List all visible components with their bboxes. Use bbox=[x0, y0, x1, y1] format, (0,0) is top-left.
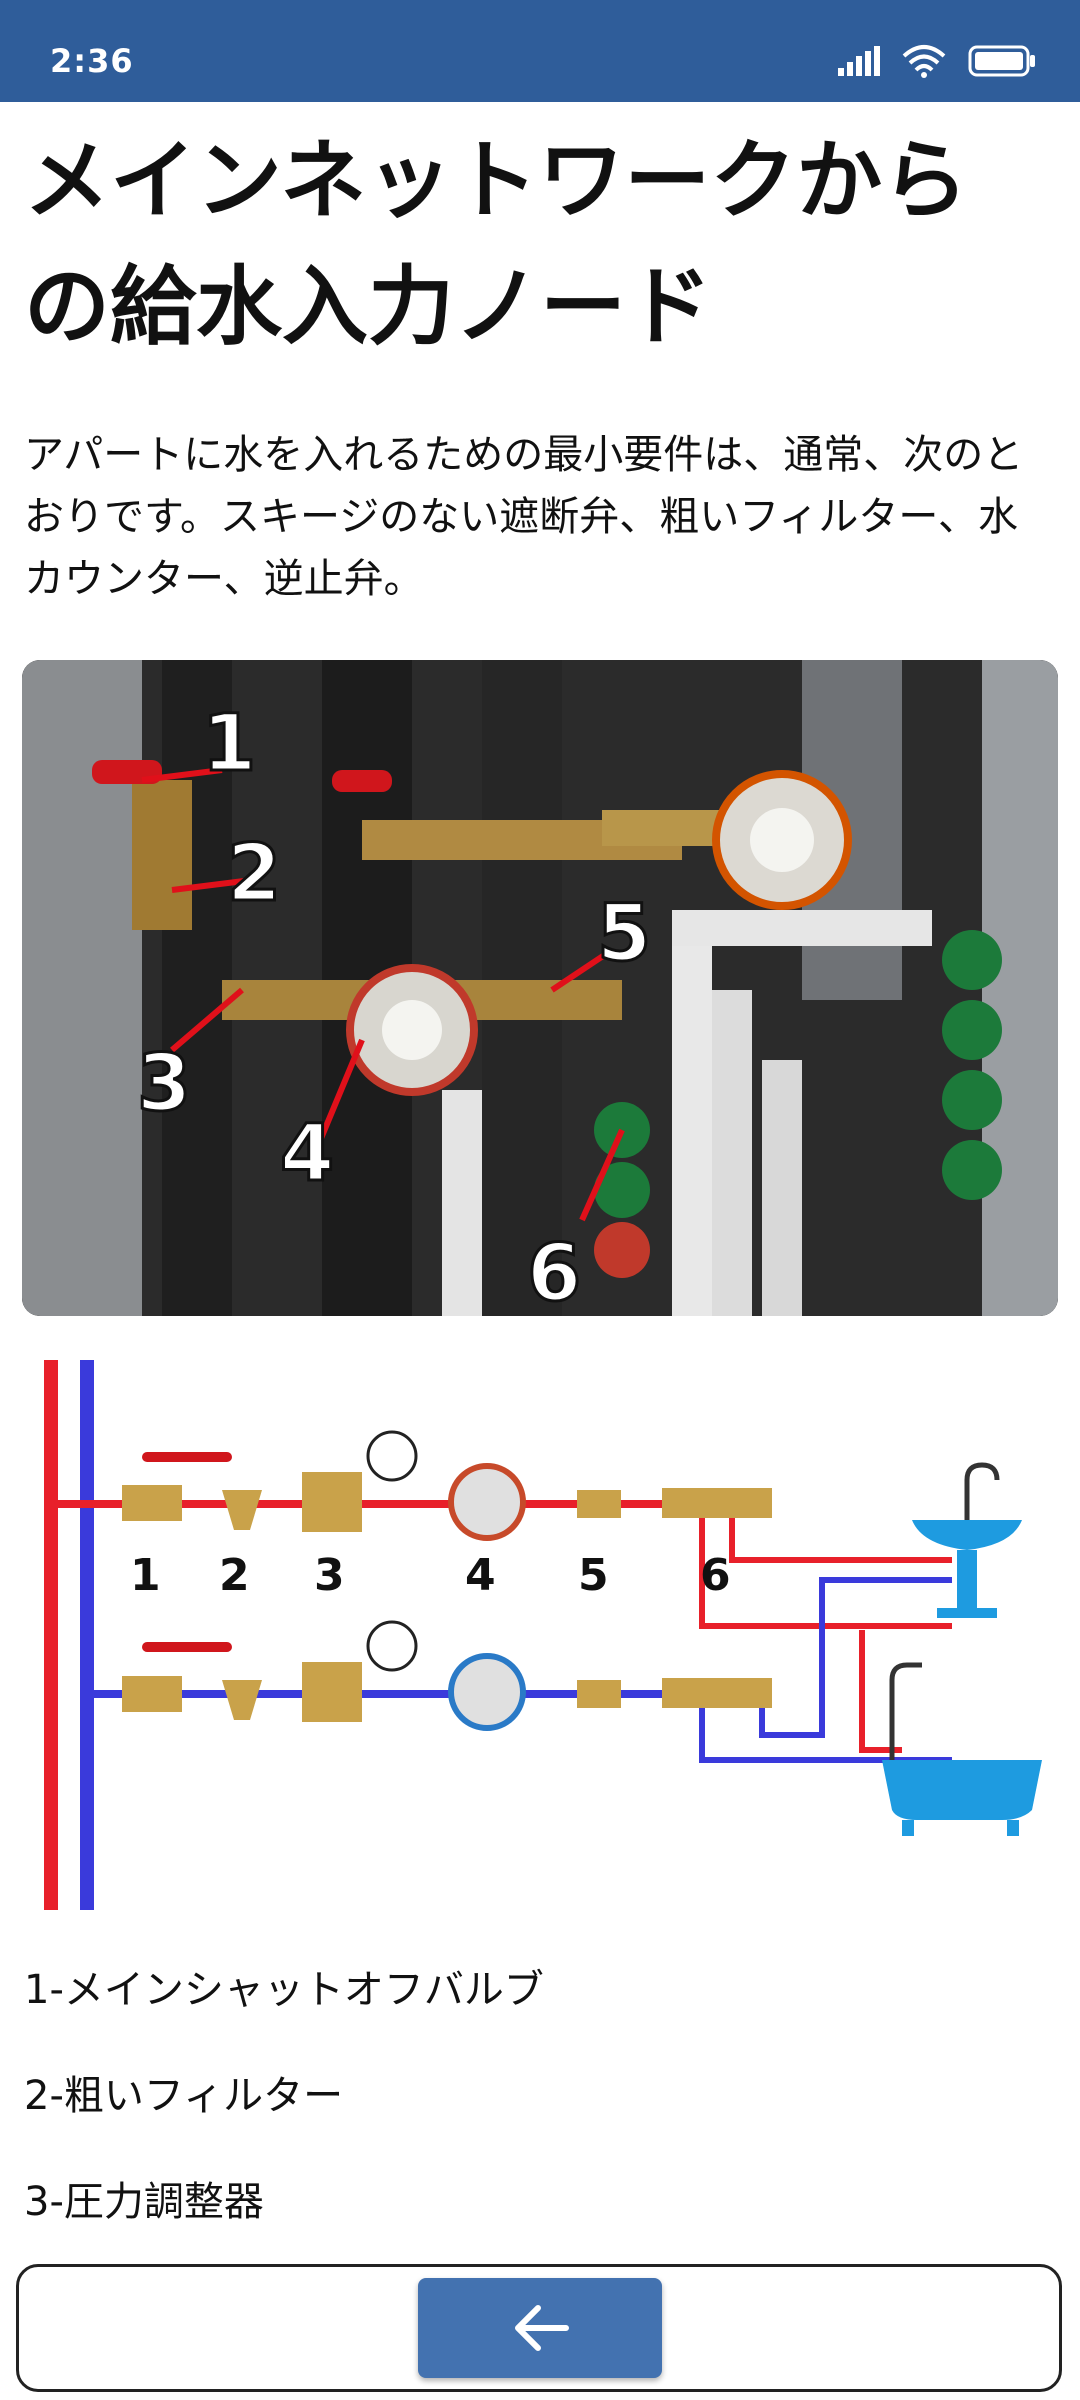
diagram-label-1: 1 bbox=[130, 1550, 161, 1601]
photo-label-5: 5 bbox=[597, 889, 651, 979]
battery-icon bbox=[968, 45, 1035, 77]
photo-label-2: 2 bbox=[227, 829, 281, 919]
photo-label-3: 3 bbox=[137, 1039, 191, 1129]
article-intro: アパートに水を入れるための最小要件は、通常、次のとおりです。スキージのない遮断弁… bbox=[24, 432, 1024, 602]
diagram-label-5: 5 bbox=[578, 1550, 609, 1601]
photo-label-4: 4 bbox=[280, 1109, 334, 1199]
plumbing-photo: 1 2 3 4 5 6 bbox=[22, 660, 1058, 1316]
plumbing-diagram: 1 2 3 4 5 6 bbox=[22, 1340, 1058, 1920]
back-button[interactable] bbox=[418, 2278, 662, 2378]
diagram-label-2: 2 bbox=[219, 1550, 250, 1601]
wifi-icon bbox=[902, 45, 946, 78]
status-icons bbox=[838, 44, 1036, 78]
photo-label-1: 1 bbox=[202, 699, 256, 789]
article-title: メインネットワークからの給水入力ノード bbox=[24, 131, 969, 357]
photo-label-6: 6 bbox=[527, 1229, 581, 1316]
diagram-label-3: 3 bbox=[314, 1550, 345, 1601]
legend-item-1: 1-メインシャットオフバルブ bbox=[24, 1967, 544, 2013]
diagram-label-4: 4 bbox=[465, 1550, 496, 1601]
signal-icon bbox=[838, 46, 880, 76]
diagram-label-6: 6 bbox=[700, 1550, 731, 1601]
status-time: 2:36 bbox=[50, 42, 134, 80]
legend-item-3: 3-圧力調整器 bbox=[24, 2179, 264, 2225]
arrow-left-icon bbox=[515, 2305, 569, 2351]
status-bar: 2:36 bbox=[0, 0, 1080, 102]
legend-item-2: 2-粗いフィルター bbox=[24, 2073, 344, 2119]
